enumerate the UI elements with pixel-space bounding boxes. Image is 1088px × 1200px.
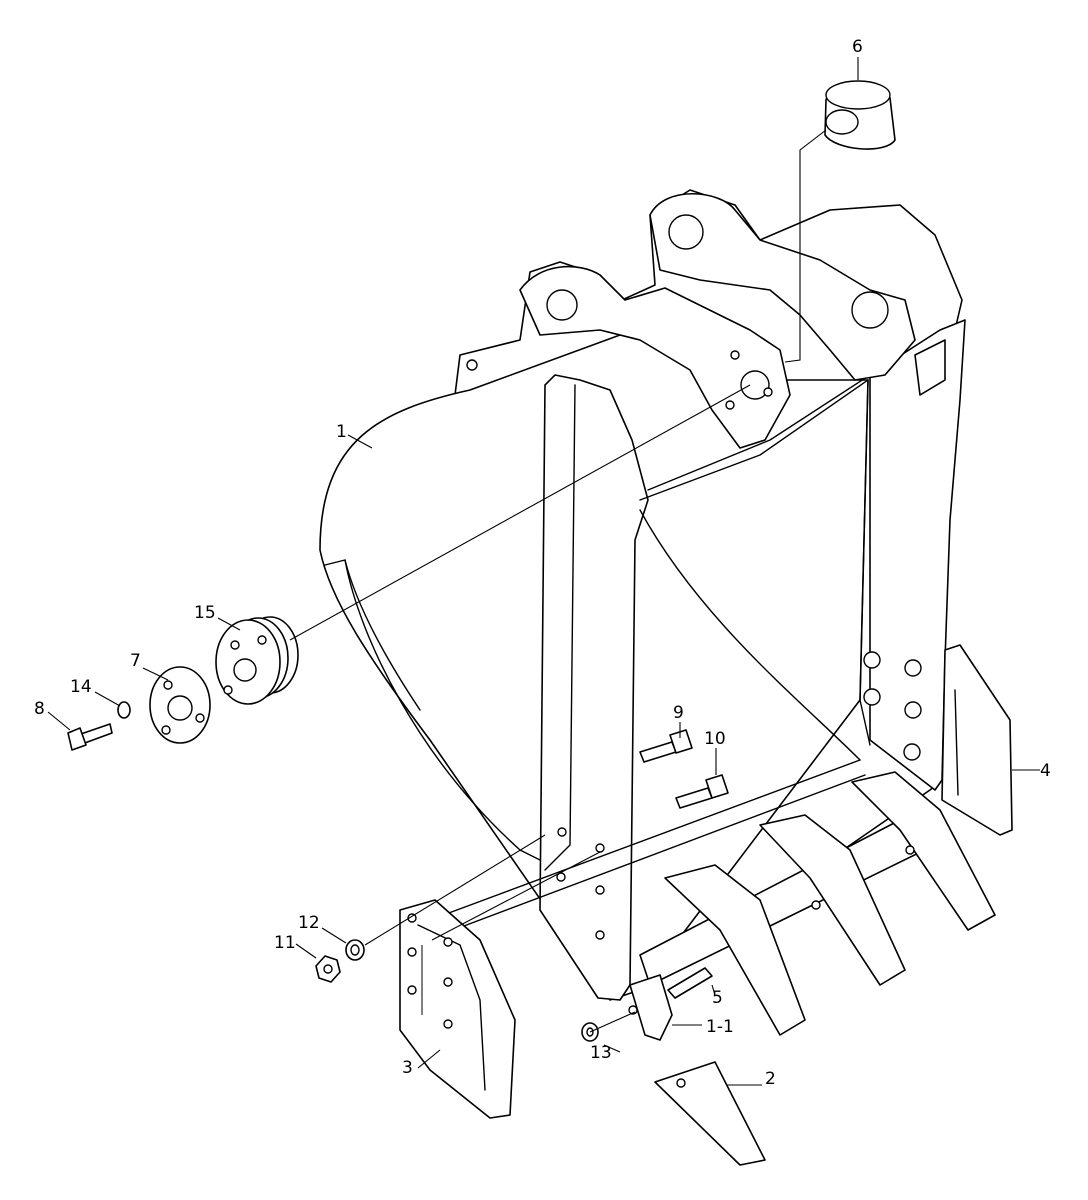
washer-14 [117,701,131,719]
callout-15: 15 [194,603,216,623]
leader-lines [47,57,1040,1086]
callout-11: 11 [274,933,296,953]
retainer-plate [149,666,211,744]
callout-8: 8 [34,699,45,719]
bolt-8 [67,723,113,751]
callout-2: 2 [765,1069,776,1089]
nut-11 [315,955,341,983]
side-cutter-right [941,644,1013,836]
bolt-10 [675,774,729,809]
pin-5 [667,967,713,999]
callout-13: 13 [590,1043,612,1063]
bolt-9 [639,729,693,763]
callout-5: 5 [712,988,723,1008]
callout-14: 14 [70,677,92,697]
side-holes [556,827,605,940]
washer-12 [345,939,365,961]
callout-9: 9 [673,703,684,723]
callout-1-1: 1-1 [706,1017,734,1037]
loose-tooth [654,1061,766,1166]
teeth-row [628,771,996,1041]
callout-7: 7 [130,651,141,671]
callout-3: 3 [402,1058,413,1078]
callout-10: 10 [704,729,726,749]
side-cutter-left [399,899,516,1119]
loose-tooth-hole [676,1078,686,1088]
bucket-body [319,189,966,1001]
callout-4: 4 [1040,761,1051,781]
callout-12: 12 [298,913,320,933]
callout-1: 1 [336,422,347,442]
side-cutter-right-edge [954,689,959,796]
bushing [824,80,896,150]
callout-6: 6 [852,37,863,57]
hub-shim [215,616,299,705]
side-bolt-heads [863,651,922,761]
callout-labels: 6 1 15 7 14 8 9 10 4 12 11 5 1-1 13 3 2 [34,37,1051,1089]
